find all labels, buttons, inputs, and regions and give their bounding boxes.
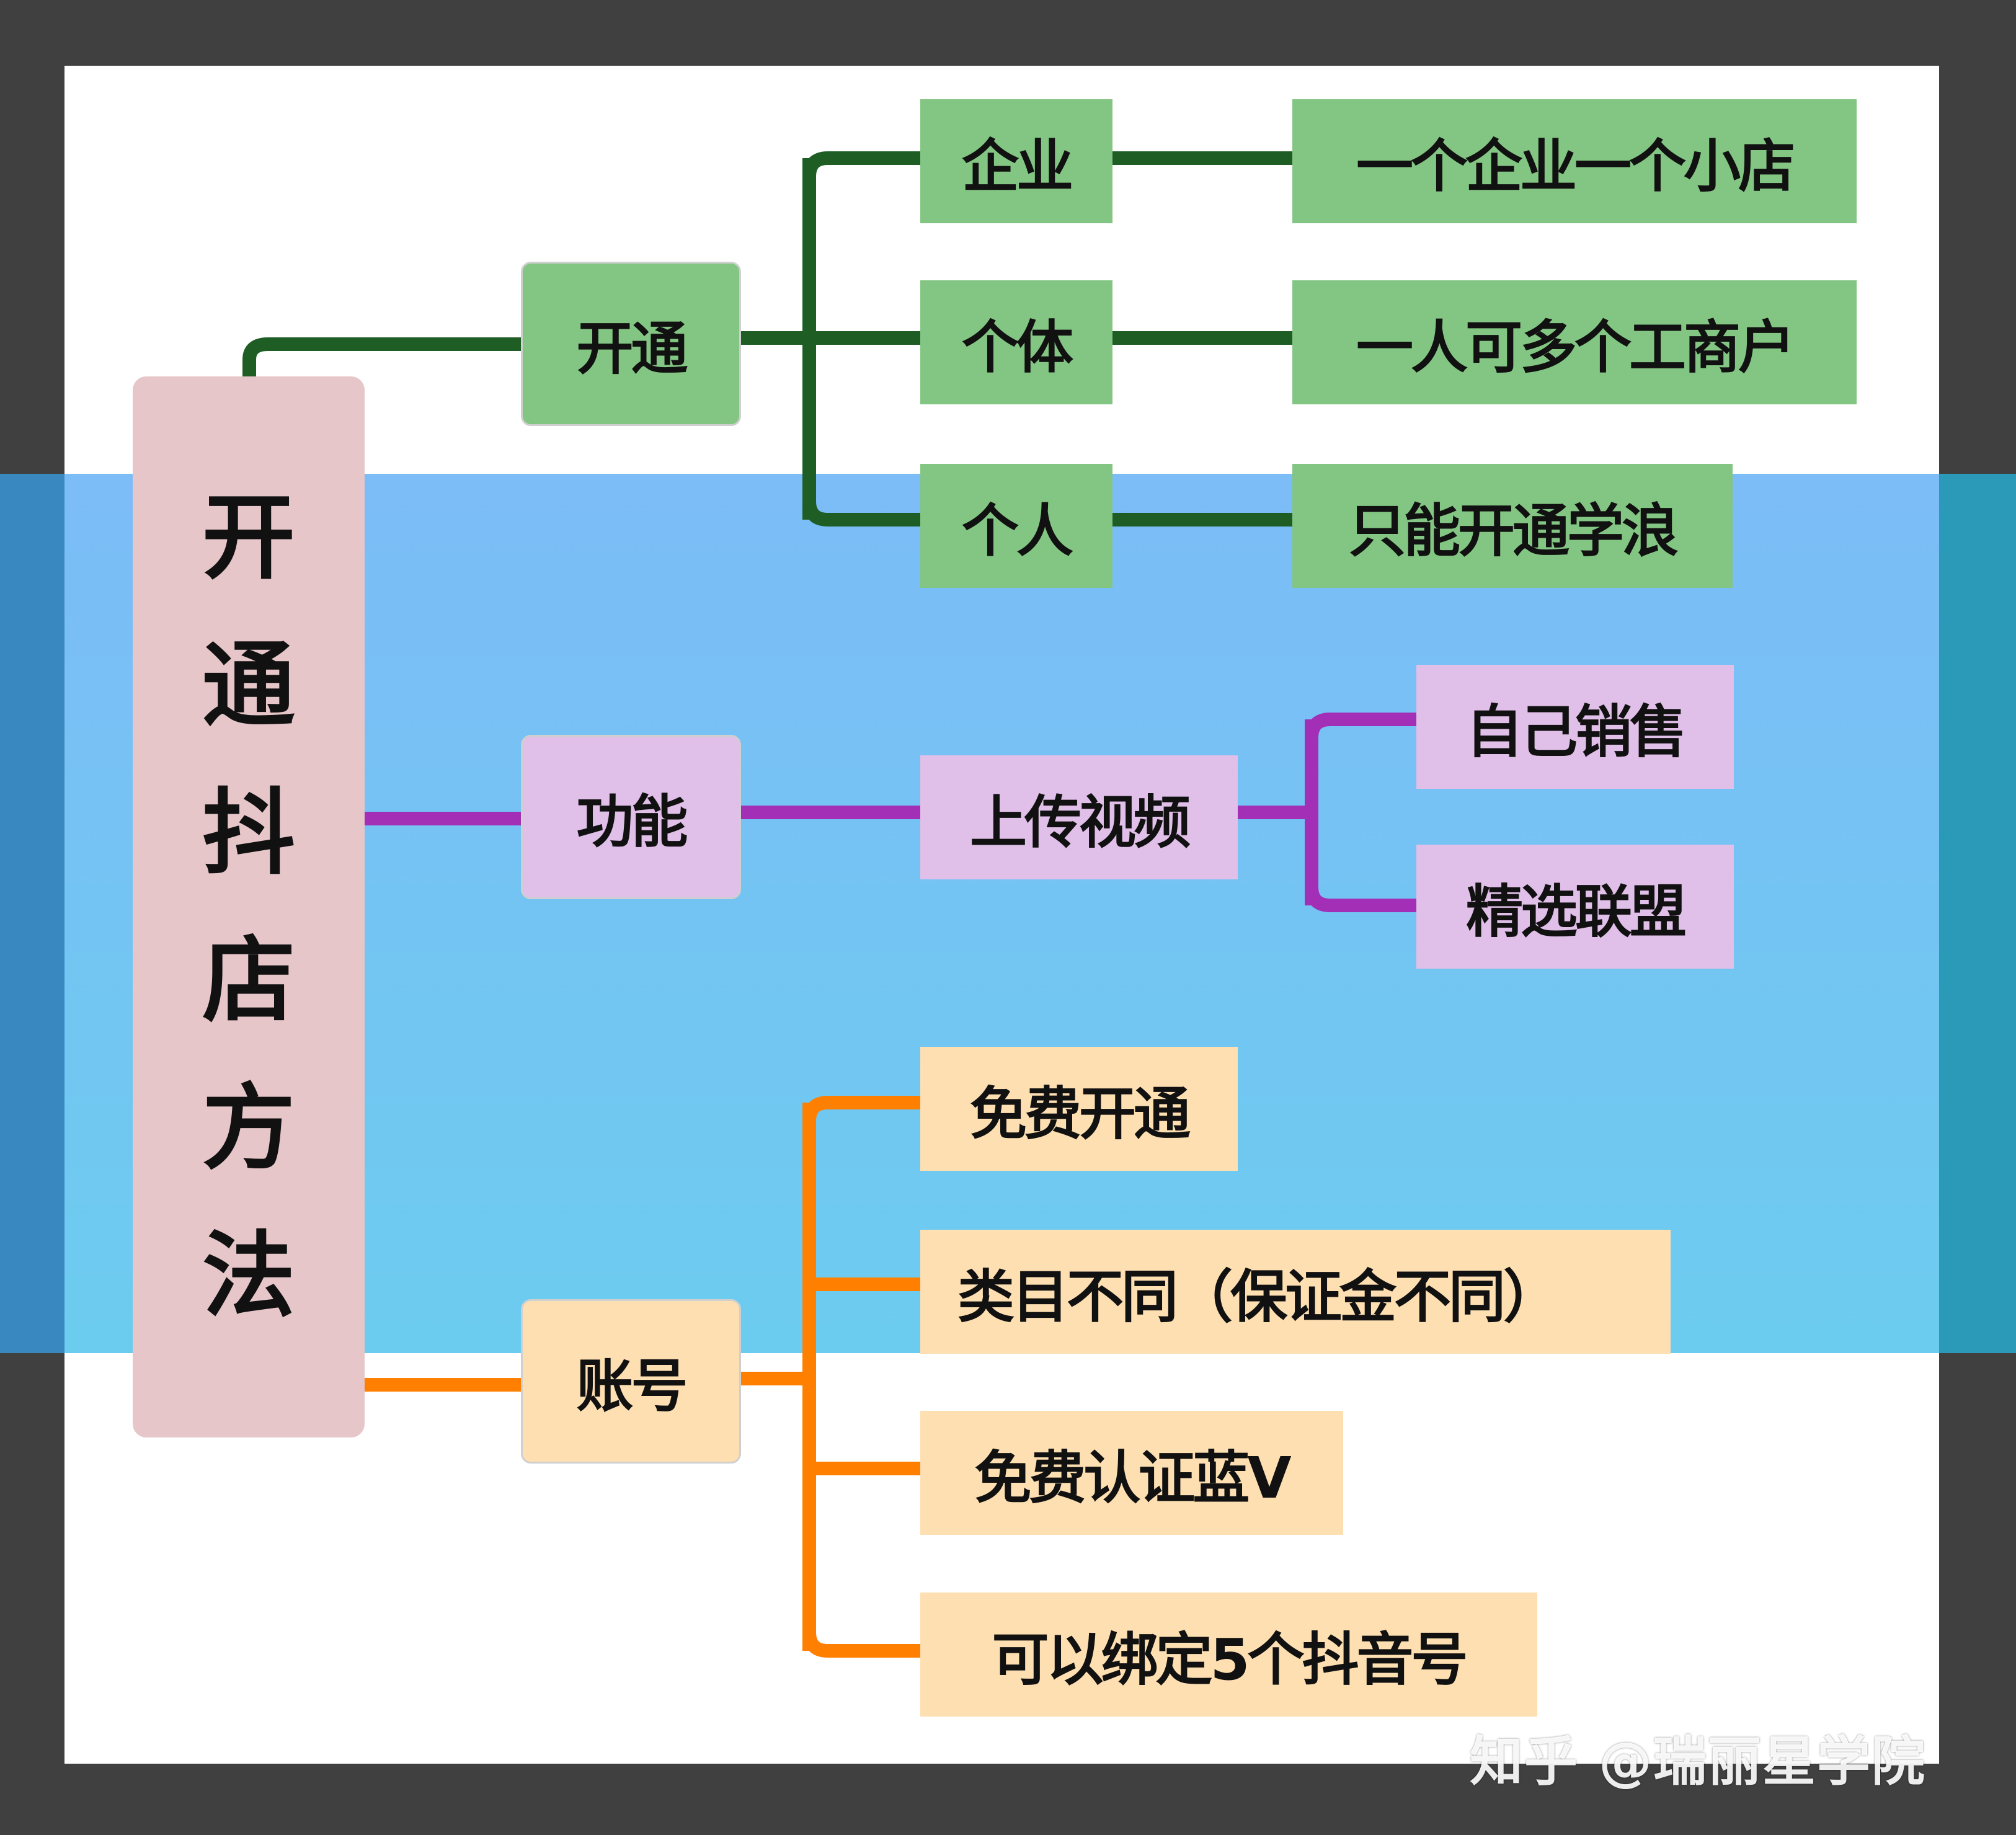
link-geren: [802, 500, 920, 527]
node-qiye: 企业: [920, 99, 1112, 223]
node-blue-v: 免费认证蓝V: [920, 1411, 1343, 1535]
root-char-4: 店: [202, 926, 295, 1035]
branch-kaitong: 开通: [521, 262, 741, 426]
node-geti-detail: 一人可多个工商户: [1292, 280, 1857, 404]
watermark: 知乎 @瑞丽星学院: [1470, 1731, 1926, 1793]
root-char-6: 法: [202, 1222, 295, 1330]
node-selected-alliance: 精选联盟: [1416, 845, 1734, 969]
node-qiye-detail: 一个企业一个小店: [1292, 99, 1857, 223]
link-qiye: [802, 151, 920, 177]
branch-zhanghao: 账号: [521, 1299, 741, 1464]
root-char-1: 开: [202, 484, 295, 592]
branch-gongneng: 功能: [521, 735, 741, 899]
node-geren: 个人: [920, 464, 1112, 588]
link-ziji: [1305, 713, 1416, 739]
node-geti: 个体: [920, 280, 1112, 404]
node-self-sales: 自己销售: [1416, 665, 1734, 789]
root-char-5: 方: [202, 1074, 295, 1183]
link-root-kaitong: [242, 337, 521, 376]
root-char-3: 抖: [202, 779, 295, 887]
root-node: 开 通 抖 店 方 法: [133, 376, 365, 1437]
node-bind-douyin: 可以绑定5个抖音号: [920, 1593, 1537, 1717]
node-category-deposit: 类目不同（保证金不同）: [920, 1230, 1671, 1354]
link-jingxuan: [1305, 886, 1416, 912]
link-free-open: [802, 1096, 920, 1122]
root-char-2: 通: [202, 631, 295, 740]
link-bind: [802, 1632, 920, 1658]
node-upload-video: 上传视频: [920, 755, 1238, 879]
node-geren-detail: 只能开通学浪: [1292, 464, 1733, 588]
node-free-open: 免费开通: [920, 1047, 1238, 1171]
